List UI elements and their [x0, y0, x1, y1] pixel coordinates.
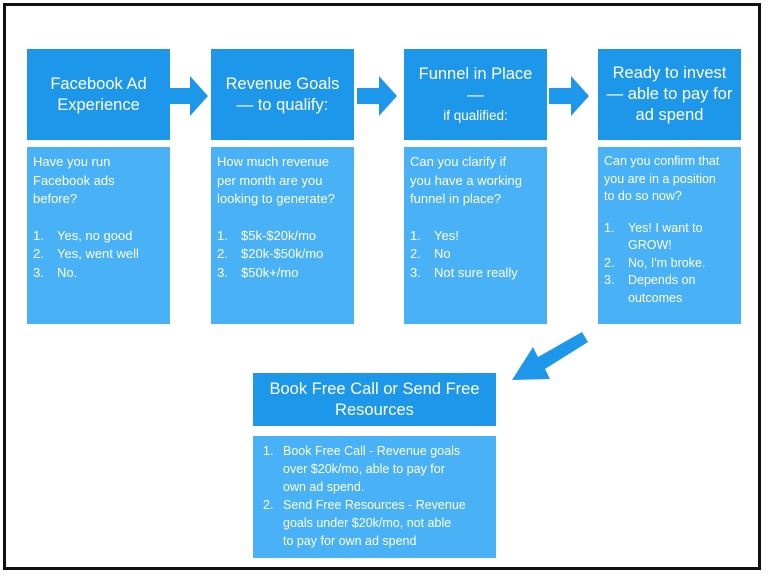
- option-number: 3.: [217, 264, 228, 280]
- list-item: 1. Yes, no good: [33, 227, 164, 246]
- result-item-2: Send Free Resources - Revenue goals unde…: [283, 498, 466, 548]
- step-2-option-3: $50k+/mo: [241, 264, 299, 280]
- item-number: 1.: [263, 444, 274, 458]
- step-3-title-line-1: Funnel in Place —: [418, 64, 533, 104]
- item-number: 2.: [263, 498, 274, 512]
- option-number: 1.: [604, 220, 615, 235]
- step-1-body: Have you run Facebook ads before? 1. Yes,…: [27, 147, 170, 324]
- option-number: 3.: [33, 264, 44, 280]
- step-1-question: Have you run Facebook ads before?: [33, 154, 115, 206]
- option-number: 2.: [217, 246, 228, 261]
- step-1-options: 1. Yes, no good 2. Yes, went well 3. No.: [33, 227, 164, 283]
- step-1-option-1: Yes, no good: [57, 227, 133, 243]
- step-3-title-line-2: if qualified:: [443, 107, 508, 123]
- step-2-option-1: $5k-$20k/mo: [241, 227, 317, 243]
- option-number: 2.: [410, 246, 421, 261]
- step-4-option-3: Depends on outcomes: [628, 273, 696, 305]
- step-3-header: Funnel in Place — if qualified:: [404, 49, 547, 140]
- step-2-title-line-1: Revenue Goals: [225, 74, 340, 93]
- step-3-body: Can you clarify if you have a working fu…: [404, 147, 547, 324]
- step-4-question: Can you confirm that you are in a positi…: [604, 154, 720, 203]
- step-1-title-line-1: Facebook Ad: [50, 74, 147, 93]
- result-header: Book Free Call or Send Free Resources: [253, 373, 496, 426]
- result-body: 1. Book Free Call - Revenue goals over $2…: [253, 436, 496, 558]
- step-2-title-line-2: — to qualify:: [236, 95, 329, 114]
- step-1-option-3: No.: [57, 264, 78, 280]
- step-4-header: Ready to invest — able to pay for ad spe…: [598, 49, 741, 140]
- arrow-down-left-icon: [512, 332, 588, 380]
- option-number: 1.: [33, 227, 44, 243]
- arrow-right-icon: [170, 76, 208, 116]
- list-item: 2. No: [410, 245, 541, 264]
- step-4-option-1: Yes! I want to GROW!: [628, 220, 703, 253]
- option-number: 3.: [410, 264, 421, 280]
- arrow-right-icon: [357, 76, 397, 116]
- step-4-options: 1.Yes! I want to GROW! 2.No, I'm broke. …: [604, 220, 735, 308]
- list-item: 2. $20k-$50k/mo: [217, 245, 348, 264]
- step-2-question: How much revenue per month are you looki…: [217, 154, 335, 206]
- step-1-header: Facebook Ad Experience: [27, 49, 170, 140]
- result-item-1: Book Free Call - Revenue goals over $20k…: [283, 444, 461, 494]
- step-4-option-2: No, I'm broke.: [628, 255, 706, 270]
- list-item: 2. No, I'm broke.: [604, 255, 735, 273]
- list-item: 1. $5k-$20k/mo: [217, 227, 348, 246]
- step-4-body: Can you confirm that you are in a positi…: [598, 147, 741, 324]
- option-number: 1.: [217, 227, 228, 243]
- step-1-title-line-2: Experience: [57, 95, 140, 114]
- step-3-options: 1. Yes! 2. No 3. Not sure really: [410, 227, 541, 283]
- result-title-line-2: Resources: [335, 400, 414, 419]
- list-item: 2. Send Free Resources - Revenue goals un…: [263, 496, 486, 550]
- step-2-option-2: $20k-$50k/mo: [241, 246, 324, 261]
- list-item: 1. Yes! I want to GROW!: [604, 220, 735, 255]
- list-item: 3. $50k+/mo: [217, 264, 348, 283]
- step-3-option-2: No: [434, 246, 451, 261]
- list-item: 3. No.: [33, 264, 164, 283]
- step-3-option-3: Not sure really: [434, 264, 518, 280]
- step-4-title-line-3: ad spend: [635, 106, 704, 124]
- step-2-body: How much revenue per month are you looki…: [211, 147, 354, 324]
- step-3-question: Can you clarify if you have a working fu…: [410, 154, 523, 206]
- step-2-header: Revenue Goals — to qualify:: [211, 49, 354, 140]
- diagram-frame: [3, 3, 761, 570]
- option-number: 2.: [33, 246, 44, 261]
- step-3-option-1: Yes!: [434, 227, 459, 243]
- step-4-title-line-2: — able to pay for: [606, 85, 733, 103]
- result-title-line-1: Book Free Call or Send Free: [269, 379, 480, 398]
- option-number: 1.: [410, 227, 421, 243]
- list-item: 1. Yes!: [410, 227, 541, 246]
- list-item: 2. Yes, went well: [33, 245, 164, 264]
- list-item: 3. Not sure really: [410, 264, 541, 283]
- list-item: 1. Book Free Call - Revenue goals over $2…: [263, 442, 486, 496]
- list-item: 3. Depends on outcomes: [604, 272, 735, 307]
- arrow-right-icon: [549, 76, 589, 116]
- step-4-title-line-1: Ready to invest: [612, 64, 727, 82]
- step-1-option-2: Yes, went well: [57, 246, 139, 261]
- step-2-options: 1. $5k-$20k/mo 2. $20k-$50k/mo 3. $50k+/mo: [217, 227, 348, 283]
- option-number: 2.: [604, 255, 615, 270]
- result-items: 1. Book Free Call - Revenue goals over $2…: [263, 442, 486, 550]
- option-number: 3.: [604, 273, 615, 287]
